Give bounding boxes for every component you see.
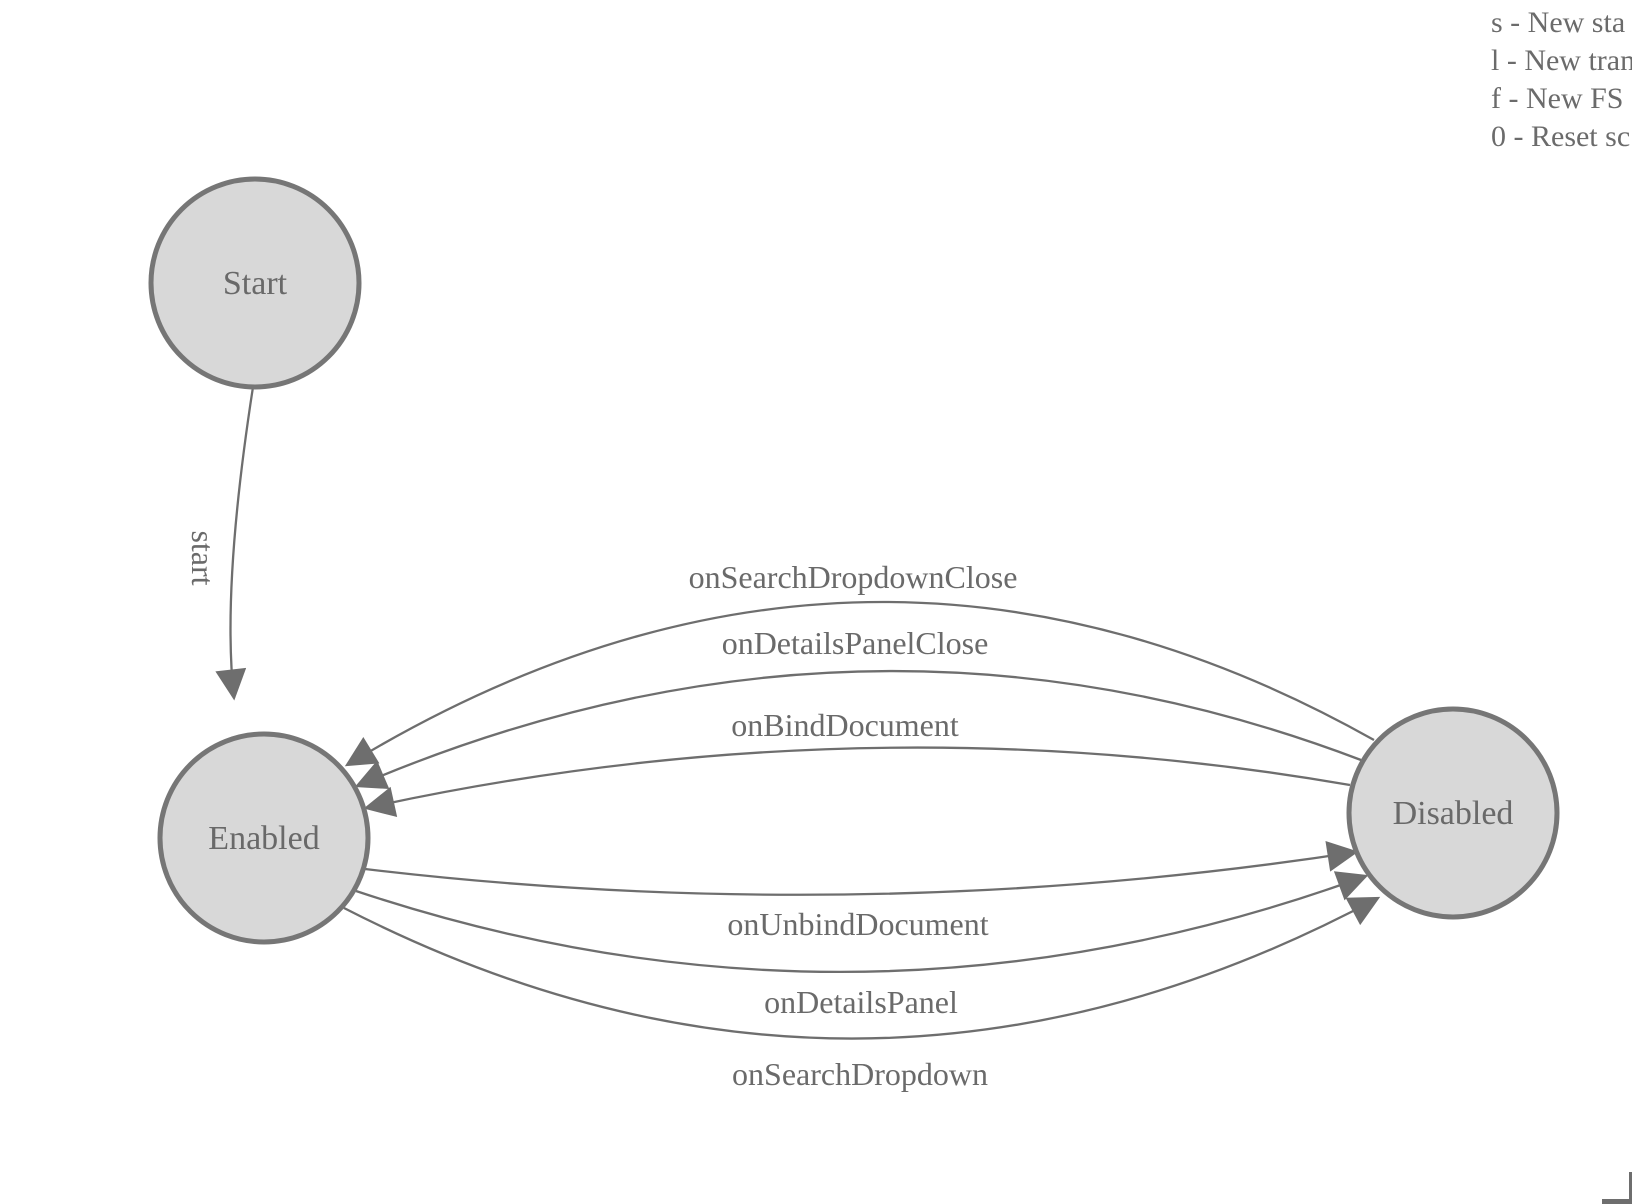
state-circle-start[interactable] (148, 176, 362, 390)
edge-label-onBindDocument: onBindDocument (731, 707, 959, 743)
state-circle-enabled[interactable] (157, 731, 371, 945)
state-node-disabled[interactable]: Disabled (1346, 706, 1560, 920)
state-label-start: Start (223, 265, 288, 302)
edge-onDetailsPanel[interactable]: onDetailsPanel (355, 871, 1369, 1020)
edge-label-onSearchDropdown: onSearchDropdown (732, 1056, 988, 1092)
edge-label-onUnbindDocument: onUnbindDocument (727, 906, 988, 942)
edge-onBindDocument[interactable]: onBindDocument (363, 707, 1351, 818)
state-label-disabled: Disabled (1393, 795, 1514, 832)
edge-path-onSearchDropdown[interactable] (343, 896, 1381, 1040)
edge-onUnbindDocument[interactable]: onUnbindDocument (364, 841, 1359, 942)
legend-line-reset: 0 - Reset sc (1491, 120, 1631, 153)
edge-start[interactable]: start (185, 386, 255, 701)
edge-onSearchDropdown[interactable]: onSearchDropdown (343, 896, 1381, 1092)
edge-path-onSearchDropdownClose[interactable] (344, 600, 1375, 767)
shortcut-legend: s - New sta l - New tran f - New FS 0 - … (1491, 4, 1632, 156)
edge-onDetailsPanelClose[interactable]: onDetailsPanelClose (354, 625, 1362, 790)
edge-path-onDetailsPanel[interactable] (355, 871, 1369, 974)
edge-label-onDetailsPanel: onDetailsPanel (764, 984, 958, 1020)
edge-label-onSearchDropdownClose: onSearchDropdownClose (689, 559, 1018, 595)
edge-label-onDetailsPanelClose: onDetailsPanelClose (722, 625, 989, 661)
legend-line-new-fsm: f - New FS (1491, 82, 1624, 115)
edge-path-onBindDocument[interactable] (363, 746, 1351, 818)
edge-onSearchDropdownClose[interactable]: onSearchDropdownClose (344, 559, 1375, 767)
edge-path-onUnbindDocument[interactable] (364, 841, 1359, 896)
state-node-enabled[interactable]: Enabled (157, 731, 371, 945)
legend-line-new-transition: l - New tran (1491, 44, 1632, 77)
legend-line-new-state: s - New sta (1491, 6, 1626, 39)
state-label-enabled: Enabled (208, 820, 319, 857)
state-circle-disabled[interactable] (1346, 706, 1560, 920)
edge-path-onDetailsPanelClose[interactable] (354, 670, 1362, 790)
offscreen-element-corner (1602, 1172, 1632, 1204)
edge-path-start[interactable] (215, 386, 255, 701)
state-node-start[interactable]: Start (148, 176, 362, 390)
edge-label-start: start (185, 530, 221, 585)
